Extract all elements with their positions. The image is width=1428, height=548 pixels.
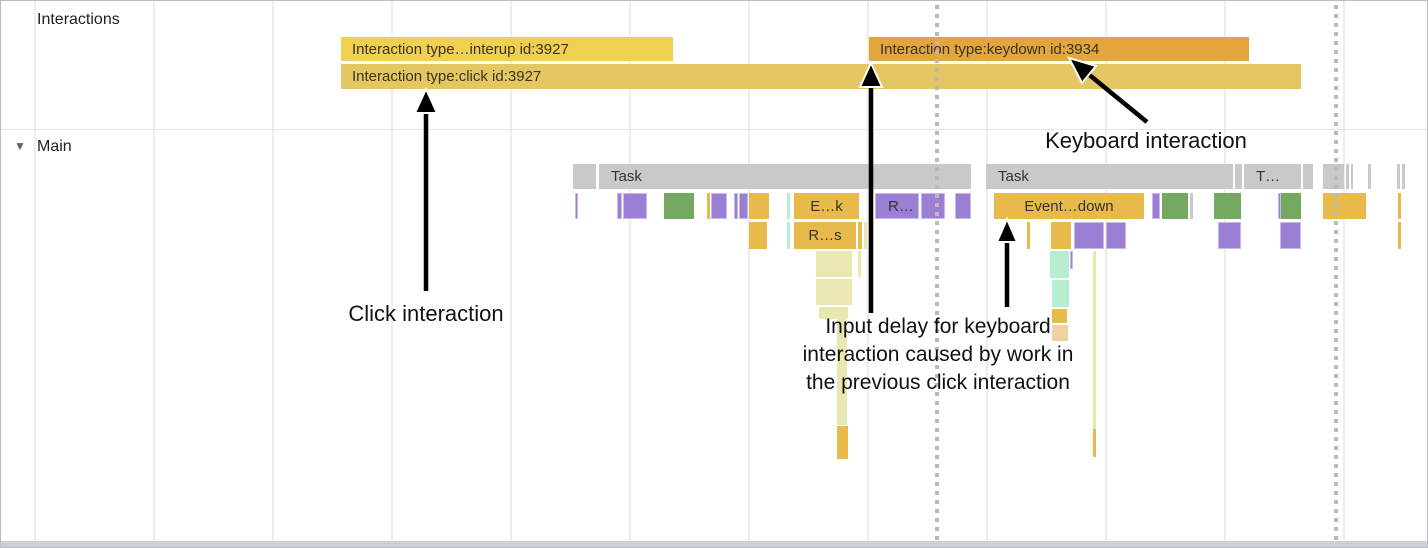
gridline <box>391 1 393 541</box>
flame-segment[interactable] <box>858 251 861 277</box>
interaction-bar-keydown-label: Interaction type:keydown id:3934 <box>880 40 1100 58</box>
flame-segment[interactable] <box>739 193 748 219</box>
flame-segment[interactable] <box>707 193 710 219</box>
flame-segment[interactable] <box>1027 222 1030 249</box>
gridline <box>153 1 155 541</box>
flame-segment[interactable] <box>623 193 647 219</box>
flame-segment[interactable] <box>1051 222 1071 249</box>
flame-segment[interactable] <box>837 426 848 459</box>
flame-segment[interactable] <box>1397 164 1400 189</box>
flame-segment[interactable] <box>1152 193 1160 219</box>
annotation-input-delay: Input delay for keyboard interaction cau… <box>763 313 1113 397</box>
interaction-bar-click-label: Interaction type:click id:3927 <box>352 68 542 85</box>
flame-segment[interactable] <box>749 222 767 249</box>
flame-segment[interactable] <box>816 251 852 277</box>
flame-segment[interactable] <box>1106 222 1126 249</box>
flame-segment[interactable] <box>1093 251 1096 429</box>
gridline <box>748 1 750 541</box>
flame-segment[interactable] <box>787 222 790 249</box>
flame-segment[interactable] <box>1398 222 1401 249</box>
flame-segment[interactable] <box>1235 164 1242 189</box>
gridline <box>1105 1 1107 541</box>
flame-segment[interactable] <box>1278 193 1281 219</box>
flame-segment[interactable] <box>1346 164 1349 189</box>
flame-segment[interactable] <box>573 164 596 189</box>
gridline <box>1224 1 1226 541</box>
flame-segment[interactable] <box>1052 325 1068 341</box>
dotted-marker-line <box>935 5 939 543</box>
flame-segment[interactable] <box>1093 429 1096 457</box>
horizontal-scrollbar[interactable] <box>1 541 1427 547</box>
flame-segment[interactable] <box>1351 164 1353 189</box>
flame-segment[interactable] <box>921 193 945 219</box>
flame-segment[interactable] <box>787 193 790 219</box>
flame-segment[interactable] <box>1070 251 1073 269</box>
interactions-track-label: Interactions <box>37 11 120 28</box>
flame-segment[interactable] <box>1280 222 1301 249</box>
flame-segment[interactable] <box>1398 193 1401 219</box>
flame-segment[interactable] <box>819 307 848 319</box>
flame-segment[interactable] <box>617 193 622 219</box>
flame-segment[interactable] <box>1323 164 1344 189</box>
flame-segment[interactable] <box>734 193 738 219</box>
interaction-bar-pointerup-label: Interaction type…interup id:3927 <box>352 40 569 58</box>
flame-segment[interactable] <box>1368 164 1371 189</box>
flame-segment[interactable] <box>664 193 694 219</box>
interaction-bar-keydown[interactable]: Interaction type:keydown id:3934 <box>869 37 1249 61</box>
flame-segment[interactable] <box>1281 193 1301 219</box>
flame-segment[interactable] <box>711 193 727 219</box>
annotation-input-delay-line3: the previous click interaction <box>806 371 1070 394</box>
flame-segment[interactable] <box>1214 193 1241 219</box>
collapse-triangle-icon[interactable]: ▼ <box>14 139 26 153</box>
dotted-marker-line <box>1334 5 1338 543</box>
flame-segment-task[interactable]: Task <box>599 164 971 189</box>
flame-segment[interactable] <box>1052 309 1067 323</box>
flame-segment[interactable] <box>1190 193 1193 219</box>
annotation-click-interaction: Click interaction <box>348 301 504 326</box>
flame-segment[interactable] <box>955 193 971 219</box>
annotation-input-delay-line1: Input delay for keyboard <box>825 315 1051 338</box>
flame-segment-event-down[interactable]: Event…down <box>994 193 1144 219</box>
flame-segment-e-k[interactable]: E…k <box>794 193 859 219</box>
flame-segment[interactable] <box>1050 251 1069 278</box>
flame-segment[interactable] <box>1323 193 1366 219</box>
interaction-bar-pointerup[interactable]: Interaction type…interup id:3927 <box>341 37 673 61</box>
flame-segment-r-s[interactable]: R…s <box>794 222 856 249</box>
flame-segment-t-[interactable]: T… <box>1244 164 1301 189</box>
gridline <box>629 1 631 541</box>
annotation-input-delay-line2: interaction caused by work in <box>802 343 1074 366</box>
flame-segment[interactable] <box>1162 193 1188 219</box>
flame-segment[interactable] <box>837 319 847 425</box>
flame-segment[interactable] <box>816 279 852 305</box>
gridline <box>867 1 869 541</box>
gridline <box>986 1 988 541</box>
track-separator <box>1 129 1427 130</box>
flame-segment[interactable] <box>575 193 578 219</box>
flame-segment[interactable] <box>749 193 769 219</box>
flame-segment[interactable] <box>1052 280 1069 307</box>
gridline <box>272 1 274 541</box>
flame-segment[interactable] <box>1402 164 1405 189</box>
flame-segment-task[interactable]: Task <box>986 164 1233 189</box>
gridline <box>1343 1 1345 541</box>
flame-segment[interactable] <box>858 222 862 249</box>
main-track-label: Main <box>37 138 72 155</box>
flame-segment[interactable] <box>1303 164 1313 189</box>
flame-segment[interactable] <box>864 222 867 249</box>
flame-segment-r-[interactable]: R… <box>875 193 919 219</box>
flame-segment[interactable] <box>1074 222 1104 249</box>
annotation-keyboard-interaction: Keyboard interaction <box>1045 128 1247 153</box>
flame-segment[interactable] <box>1218 222 1241 249</box>
gridline <box>510 1 512 541</box>
gridline <box>34 1 36 541</box>
